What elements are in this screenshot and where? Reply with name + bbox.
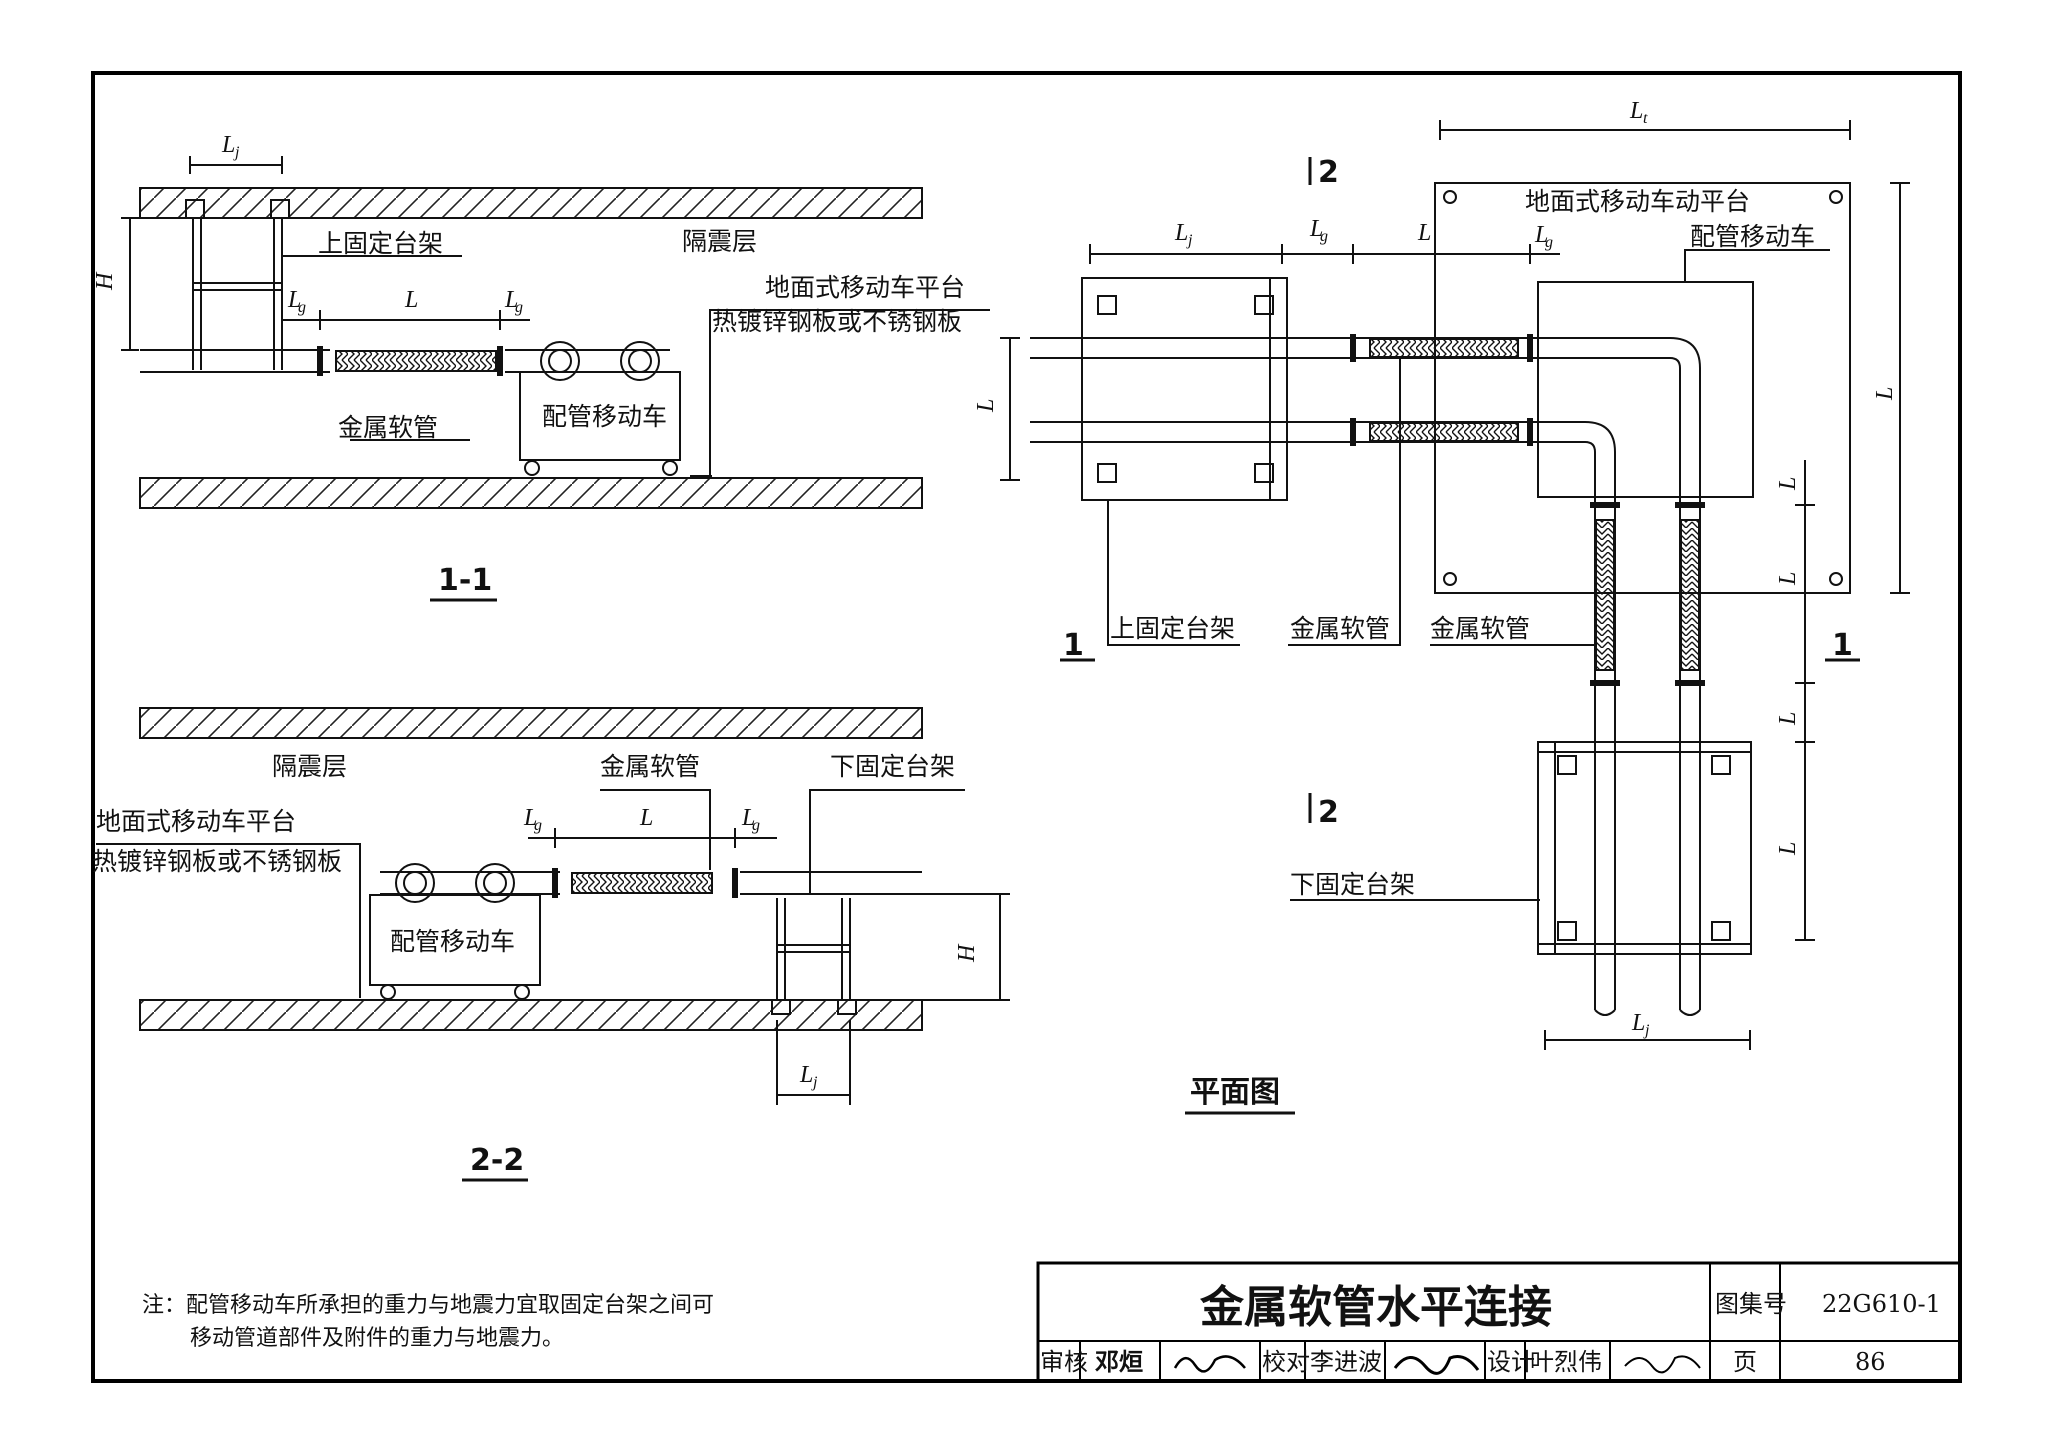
label-cart-2: 配管移动车 — [390, 927, 515, 956]
page-number: 86 — [1855, 1348, 1886, 1376]
dim-lg-3-sub: g — [534, 817, 542, 834]
note-line-2: 移动管道部件及附件的重力与地震力。 — [190, 1326, 564, 1351]
section-2-2 — [96, 707, 1010, 1105]
dim-lj-2: L — [799, 1062, 813, 1088]
top-slab — [139, 187, 923, 219]
lower-fixed-frame — [771, 898, 857, 1015]
checker-name: 李进波 — [1310, 1348, 1382, 1376]
cut-mark-1-left: 1 — [1063, 628, 1084, 663]
note-line-1: 注：配管移动车所承担的重力与地震力宜取固定台架之间可 — [142, 1293, 714, 1318]
label-hose-2: 金属软管 — [600, 752, 700, 781]
dim-lg: L — [287, 287, 301, 313]
designer-name: 叶烈伟 — [1530, 1348, 1602, 1376]
designer-signature — [1624, 1355, 1701, 1374]
pipe-2-2 — [380, 863, 922, 903]
plan-lower-frame — [1537, 741, 1752, 955]
dim-lg-4-sub: g — [752, 817, 760, 834]
dim-lg-v-2: L — [1775, 712, 1801, 726]
cut-mark-1-right: 1 — [1832, 628, 1853, 663]
plan-title: 平面图 — [1190, 1075, 1280, 1110]
label-lower-frame-plan: 下固定台架 — [1290, 870, 1415, 899]
metal-hose — [335, 350, 497, 372]
dim-lg-4: L — [741, 805, 755, 831]
upper-fixed-frame — [185, 199, 290, 370]
dim-hj: H — [92, 271, 118, 291]
sheet-border — [91, 71, 1962, 1383]
metal-hose-2 — [571, 872, 713, 894]
dim-lg-sub: g — [298, 299, 306, 316]
section-1-1 — [121, 156, 990, 509]
label-hose-plan: 金属软管 — [1290, 614, 1390, 643]
label-platform-plan: 地面式移动车动平台 — [1525, 187, 1750, 216]
label-lower-frame: 下固定台架 — [830, 752, 955, 781]
dim-lj-plan: L — [1174, 220, 1188, 246]
label-cart: 配管移动车 — [542, 402, 667, 431]
label-upper-frame-plan: 上固定台架 — [1110, 614, 1235, 643]
piping-cart-2-2 — [369, 894, 541, 1000]
label-upper-frame: 上固定台架 — [318, 229, 443, 258]
dim-lg-3: L — [523, 805, 537, 831]
dim-l: L — [404, 287, 418, 313]
section-title-1-1: 1-1 — [438, 563, 492, 598]
dim-lj-2-sub: j — [811, 1074, 818, 1091]
plan-upper-frame — [1081, 277, 1288, 501]
dim-lj-plan-2: L — [1631, 1010, 1645, 1036]
label-hose-plan-2: 金属软管 — [1430, 614, 1530, 643]
dim-lg-plan: L — [1309, 216, 1323, 242]
dim-lt-v: L — [1872, 387, 1898, 401]
label-isolation-layer-2: 隔震层 — [272, 752, 347, 781]
review-label: 审核 — [1040, 1348, 1088, 1376]
design-label: 设计 — [1487, 1348, 1535, 1376]
piping-cart-1-1 — [519, 371, 681, 476]
reviewer-name: 邓烜 — [1095, 1347, 1143, 1376]
atlas-label: 图集号 — [1715, 1290, 1787, 1318]
dim-lg-v: L — [1775, 477, 1801, 491]
dim-lg-2: L — [504, 287, 518, 313]
atlas-number: 22G610-1 — [1822, 1290, 1941, 1318]
dim-l-plan: L — [1417, 220, 1431, 246]
pipe-1-1 — [140, 341, 670, 381]
dim-lj-plan-v: L — [973, 399, 999, 413]
page-label: 页 — [1733, 1348, 1757, 1376]
dim-lj-plan-2-sub: j — [1643, 1022, 1650, 1039]
dim-lg-plan-sub: g — [1320, 228, 1328, 245]
reviewer-signature — [1173, 1355, 1246, 1373]
dim-lt: L — [1629, 98, 1643, 124]
section-title-2-2: 2-2 — [470, 1143, 524, 1178]
top-slab-2 — [139, 707, 923, 739]
dim-lg-plan-2: L — [1534, 222, 1548, 248]
dim-l-v: L — [1775, 572, 1801, 586]
checker-signature — [1393, 1355, 1480, 1375]
plan-view — [1000, 120, 1910, 1050]
dim-hj-2: H — [954, 943, 980, 963]
drawing-title: 金属软管水平连接 — [1199, 1282, 1552, 1333]
dim-lg-plan-2-sub: g — [1545, 234, 1553, 251]
title-block — [1036, 1261, 1962, 1383]
dim-lj-v: L — [1775, 842, 1801, 856]
dim-lj-plan-sub: j — [1186, 232, 1193, 249]
plan-platform — [1434, 182, 1851, 594]
bottom-slab — [139, 477, 923, 509]
label-platform: 地面式移动车平台 — [765, 273, 965, 302]
label-isolation-layer: 隔震层 — [682, 227, 757, 256]
label-cart-plan: 配管移动车 — [1690, 222, 1815, 251]
label-hose: 金属软管 — [338, 413, 438, 442]
check-label: 校对 — [1262, 1348, 1310, 1376]
plan-cart — [1537, 281, 1754, 498]
cut-mark-2-bottom: 2 — [1318, 795, 1339, 830]
label-platform-material-2: 热镀锌钢板或不锈钢板 — [92, 847, 342, 876]
cut-mark-2-top: 2 — [1318, 155, 1339, 190]
label-platform-2: 地面式移动车平台 — [96, 807, 296, 836]
dim-lj-sub: j — [233, 144, 240, 161]
dim-lg-2-sub: g — [515, 299, 523, 316]
bottom-slab-2 — [139, 999, 923, 1031]
dim-lt-sub: t — [1643, 110, 1648, 127]
label-platform-material: 热镀锌钢板或不锈钢板 — [712, 307, 962, 336]
dim-l-2: L — [639, 805, 653, 831]
dim-lj: L — [221, 132, 235, 158]
